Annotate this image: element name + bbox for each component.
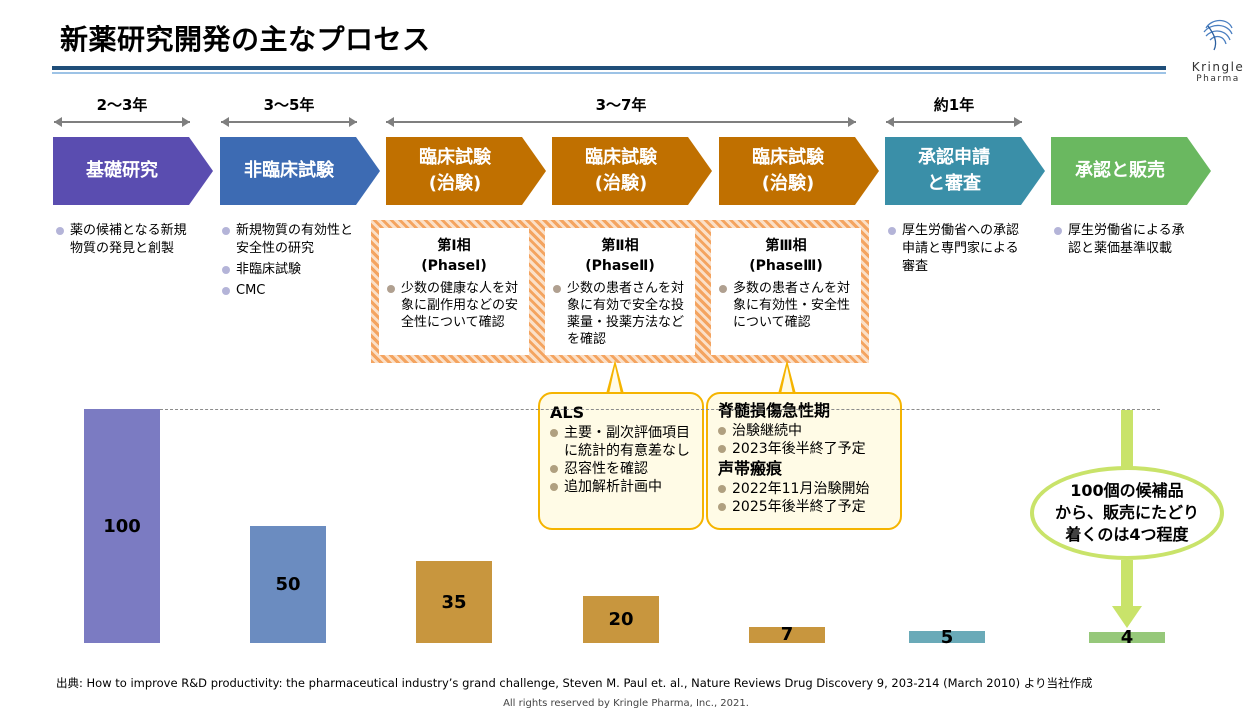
phase-description: 多数の患者さんを対象に有効性・安全性について確認 [719, 280, 853, 331]
page-title: 新薬研究開発の主なプロセス [60, 23, 431, 56]
bar-2: 50 [250, 526, 326, 643]
phase-subtitle: (PhaseⅢ) [749, 258, 823, 274]
duration-arrow [54, 117, 190, 127]
title-rule [52, 66, 1166, 70]
stage-nonclinical: 非臨床試験 [220, 137, 380, 205]
callout-item: 2025年後半終了予定 [718, 498, 890, 516]
description-item: 新規物質の有効性と安全性の研究 [222, 222, 362, 258]
als-callout-pointer [606, 360, 624, 394]
bar-value-label: 5 [940, 626, 954, 648]
description-item: 非臨床試験 [222, 261, 362, 279]
callout-item: 治験継続中 [718, 422, 890, 440]
stage-approval-sales: 承認と販売 [1051, 137, 1211, 205]
copyright: All rights reserved by Kringle Pharma, I… [503, 698, 749, 709]
phase-title: 第Ⅰ相 [437, 238, 471, 254]
summary-oval: 100個の候補品 から、販売にたどり 着くのは4つ程度 [1030, 466, 1224, 560]
phase-subtitle: (PhaseⅠ) [421, 258, 487, 274]
stage-clinical-phase1: 臨床試験 (治験) [386, 137, 546, 205]
callout-heading: ALS [550, 403, 585, 422]
duration-label: 3〜5年 [263, 96, 315, 114]
stage-sublabel: (治験) [594, 173, 648, 194]
stage-sublabel: と審査 [927, 173, 981, 194]
down-arrow-icon [1112, 410, 1142, 628]
description-item: 厚生労働省による承認と薬価基準収載 [1054, 222, 1194, 258]
duration-label: 2〜3年 [96, 96, 148, 114]
stage-application-review: 承認申請と審査 [885, 137, 1045, 205]
bar-value-label: 35 [441, 591, 467, 613]
bar-5: 7 [749, 624, 825, 646]
sci-callout-pointer [778, 360, 796, 394]
bar-7: 4 [1089, 627, 1165, 648]
description-item: 薬の候補となる新規物質の発見と創製 [56, 222, 194, 258]
bar-value-label: 4 [1120, 627, 1134, 648]
callout-heading: 脊髄損傷急性期 [718, 401, 831, 420]
stage-label: 承認申請 [918, 147, 990, 168]
callout-item: 主要・副次評価項目に統計的有意差なし [550, 424, 692, 460]
callout-item: 忍容性を確認 [550, 460, 692, 478]
sci-callout: 脊髄損傷急性期 治験継続中 2023年後半終了予定 声帯瘢痕 2022年11月治… [706, 392, 902, 530]
duration-arrow [221, 117, 357, 127]
summary-line: から、販売にたどり [1054, 503, 1199, 522]
bar-value-label: 20 [608, 609, 634, 631]
application-description: 厚生労働省への承認申請と専門家による審査 [888, 222, 1028, 276]
phase-title: 第Ⅲ相 [765, 238, 807, 254]
phase-description: 少数の患者さんを対象に有効で安全な投薬量・投薬方法などを確認 [553, 280, 687, 348]
stage-basic-research: 基礎研究 [53, 137, 213, 205]
duration-arrow [886, 117, 1022, 127]
stage-label: 承認と販売 [1075, 160, 1165, 181]
stage-clinical-phase3: 臨床試験 (治験) [719, 137, 879, 205]
phase-description: 少数の健康な人を対象に副作用などの安全性について確認 [387, 280, 521, 331]
duration-label: 約1年 [933, 96, 975, 114]
callout-item: 2023年後半終了予定 [718, 440, 890, 458]
bar-4: 20 [583, 596, 659, 643]
phase3-box: 第Ⅲ相 (PhaseⅢ) 多数の患者さんを対象に有効性・安全性について確認 [711, 228, 861, 355]
bar-value-label: 7 [780, 624, 794, 646]
stage-sublabel: (治験) [428, 173, 482, 194]
approval-description: 厚生労働省による承認と薬価基準収載 [1054, 222, 1194, 258]
callout-item: 追加解析計画中 [550, 478, 692, 496]
source-citation: 出典: How to improve R&D productivity: the… [56, 676, 1093, 690]
bar-value-label: 100 [103, 515, 141, 537]
stage-sublabel: (治験) [761, 173, 815, 194]
basic-research-description: 薬の候補となる新規物質の発見と創製 [56, 222, 194, 258]
logo-sub: Pharma [1196, 74, 1240, 84]
logo-name: Kringle [1191, 60, 1245, 74]
top-reference-line [160, 409, 1160, 410]
kringle-swirl-icon [1203, 19, 1233, 51]
phase2-box: 第Ⅱ相 (PhaseⅡ) 少数の患者さんを対象に有効で安全な投薬量・投薬方法など… [545, 228, 695, 355]
phase-subtitle: (PhaseⅡ) [585, 258, 655, 274]
stage-label: 臨床試験 [585, 147, 657, 168]
duration-arrow [386, 117, 856, 127]
stage-label: 臨床試験 [752, 147, 824, 168]
stage-label: 臨床試験 [419, 147, 491, 168]
bar-value-label: 50 [275, 574, 301, 595]
title-rule-accent [52, 72, 1166, 74]
stage-label: 基礎研究 [86, 160, 158, 181]
callout-heading: 声帯瘢痕 [718, 459, 783, 478]
kringle-logo: Kringle Pharma [1188, 14, 1248, 84]
als-callout: ALS 主要・副次評価項目に統計的有意差なし 忍容性を確認 追加解析計画中 [538, 392, 704, 530]
stage-label: 非臨床試験 [244, 160, 334, 181]
bar-6: 5 [909, 627, 985, 648]
duration-label: 3〜7年 [595, 96, 647, 114]
bar-3: 35 [416, 561, 492, 643]
stage-clinical-phase2: 臨床試験 (治験) [552, 137, 712, 205]
summary-line: 着くのは4つ程度 [1065, 525, 1189, 544]
bar-1: 100 [84, 409, 160, 643]
summary-line: 100個の候補品 [1070, 481, 1184, 500]
callout-item: 2022年11月治験開始 [718, 480, 890, 498]
description-item: CMC [222, 282, 362, 300]
phase-title: 第Ⅱ相 [601, 238, 639, 254]
description-item: 厚生労働省への承認申請と専門家による審査 [888, 222, 1028, 276]
phase1-box: 第Ⅰ相 (PhaseⅠ) 少数の健康な人を対象に副作用などの安全性について確認 [379, 228, 529, 355]
nonclinical-description: 新規物質の有効性と安全性の研究 非臨床試験 CMC [222, 222, 362, 300]
